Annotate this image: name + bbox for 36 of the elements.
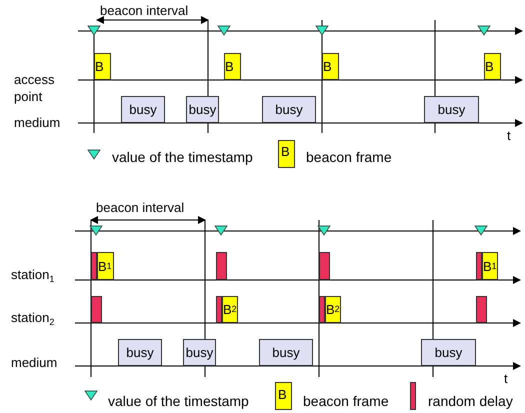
busy-period: busy (421, 339, 476, 366)
busy-period: busy (183, 339, 216, 366)
row-label: access point (14, 71, 56, 105)
legend-text: value of the timestamp (108, 394, 249, 408)
legend-text: value of the timestamp (112, 150, 253, 164)
row-label: medium (14, 116, 60, 129)
beacon-frame: B (94, 53, 111, 80)
axis-label: t (507, 129, 511, 142)
beacon-frame: B (484, 53, 501, 80)
random-delay-bar (319, 252, 330, 280)
busy-period: busy (259, 339, 313, 366)
legend-text: beacon frame (306, 150, 392, 164)
legend-letter: B (281, 145, 290, 158)
row-label: station$_{1}$ (11, 268, 54, 284)
axis-label: t (504, 372, 508, 385)
row-label: station$_{2}$ (11, 311, 54, 327)
busy-period: busy (118, 339, 162, 366)
legend-text: random delay (428, 394, 513, 408)
busy-period: busy (186, 96, 219, 123)
busy-period: busy (262, 96, 316, 123)
random-delay-bar (216, 296, 222, 323)
random-delay-bar (476, 296, 487, 323)
legend-text: beacon frame (303, 394, 389, 408)
random-delay-bar (91, 296, 102, 323)
random-delay-bar (476, 252, 482, 280)
row-label: medium (11, 356, 58, 369)
random-delay-bar (319, 296, 325, 323)
dimension-label: beacon interval (96, 201, 184, 214)
busy-period: busy (424, 96, 479, 123)
random-delay-bar (216, 252, 227, 280)
legend-letter: B (278, 388, 287, 401)
beacon-frame: B (224, 53, 241, 80)
random-delay-bar (91, 252, 97, 280)
busy-period: busy (121, 96, 165, 123)
dimension-label: beacon interval (100, 4, 188, 17)
beacon-frame: B (322, 53, 339, 80)
